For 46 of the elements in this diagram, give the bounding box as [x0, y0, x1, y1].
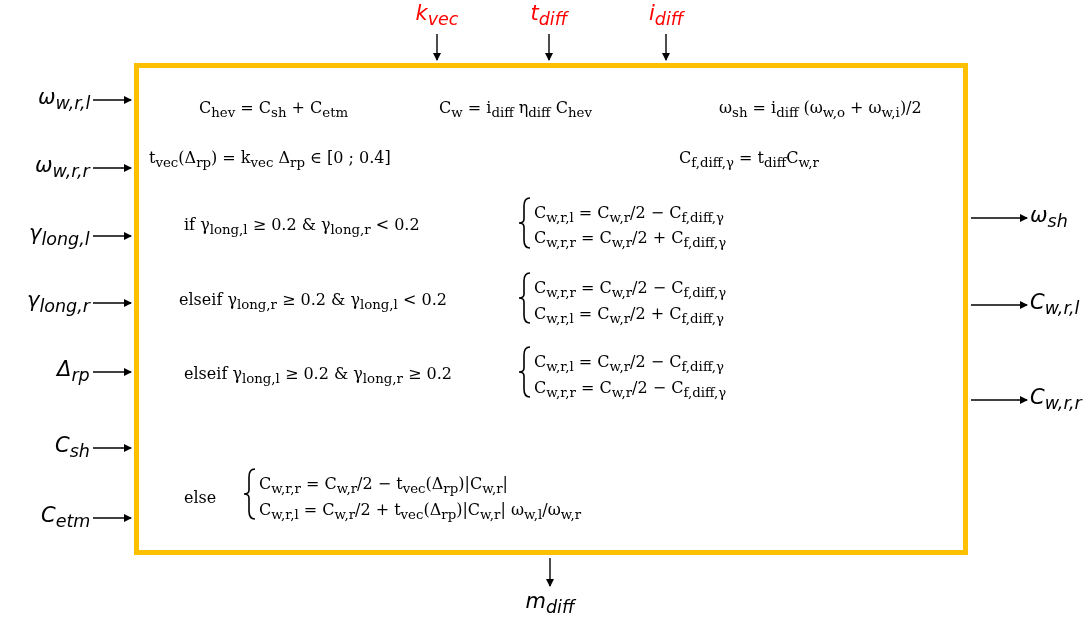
- equation: elseif γ$_{long,l}$ ≥ 0.2 & γ$_{long,r}$ ≥ 0.2: [184, 364, 452, 389]
- arrow: [92, 514, 132, 522]
- arrow: [92, 232, 132, 240]
- arrow: [433, 33, 441, 61]
- signal-label: i$_{diff}$: [649, 1, 684, 32]
- equation: t$_{vec}$(Δ$_{rp}$) = k$_{vec}$ Δ$_{rp}$ ∈ [0 ; 0.4]: [149, 148, 391, 173]
- signal-label: Δ$_{rp}$: [57, 357, 90, 388]
- signal-label: ω$_{sh}$: [1030, 203, 1068, 234]
- equation: C$_{w,r,l}$ = C$_{w,r}$/2 + t$_{vec}$(Δ$_{rp}$)|C$_{w,r}$| ω$_{w,l}$/ω$_{w,r}$: [259, 500, 582, 525]
- signal-label: γ$_{long,r}$: [27, 288, 90, 319]
- signal-label: C$_{w,r,l}$: [1030, 290, 1080, 321]
- signal-label: C$_{w,r,r}$: [1030, 385, 1082, 416]
- equation: C$_{w,r,r}$ = C$_{w,r}$/2 − C$_{f,diff,γ}$: [534, 378, 727, 403]
- arrow: [970, 214, 1028, 222]
- arrow: [545, 33, 553, 61]
- signal-label: C$_{etm}$: [41, 503, 91, 534]
- equation: if γ$_{long,l}$ ≥ 0.2 & γ$_{long,r}$ < 0.2: [184, 215, 420, 240]
- arrow: [92, 164, 132, 172]
- signal-label: C$_{sh}$: [55, 433, 90, 464]
- signal-label: t$_{diff}$: [530, 1, 568, 32]
- equation: ω$_{sh}$ = i$_{diff}$ (ω$_{w,o}$ + ω$_{w,i}$)/2: [719, 98, 922, 123]
- arrow: [662, 33, 670, 61]
- equation: C$_{w,r,l}$ = C$_{w,r}$/2 − C$_{f,diff,γ}$: [534, 352, 725, 377]
- signal-label: k$_{vec}$: [415, 1, 459, 32]
- equation: C$_{hev}$ = C$_{sh}$ + C$_{etm}$: [199, 98, 349, 123]
- signal-label: γ$_{long,l}$: [29, 221, 90, 252]
- equation: C$_{w,r,r}$ = C$_{w,r}$/2 − t$_{vec}$(Δ$_{rp}$)|C$_{w,r}$|: [259, 474, 508, 499]
- equation: C$_{w,r,r}$ = C$_{w,r}$/2 − C$_{f,diff,γ}$: [534, 278, 727, 303]
- arrow: [546, 557, 554, 587]
- arrow: [970, 396, 1028, 404]
- arrow: [92, 368, 132, 376]
- equation: C$_{w,r,l}$ = C$_{w,r}$/2 − C$_{f,diff,γ}$: [534, 203, 725, 228]
- arrow: [92, 96, 132, 104]
- arrow: [92, 444, 132, 452]
- equation: C$_{w,r,r}$ = C$_{w,r}$/2 + C$_{f,diff,γ}$: [534, 228, 727, 253]
- equation: C$_{w,r,l}$ = C$_{w,r}$/2 + C$_{f,diff,γ}$: [534, 304, 725, 329]
- equation: elseif γ$_{long,r}$ ≥ 0.2 & γ$_{long,l}$ < 0.2: [179, 290, 447, 315]
- equation: C$_{w}$ = i$_{diff}$ η$_{diff}$ C$_{hev}$: [439, 98, 592, 123]
- equation: C$_{f,diff,γ}$ = t$_{diff}$C$_{w,r}$: [679, 148, 819, 173]
- arrow: [92, 299, 132, 307]
- process-block: [134, 63, 968, 555]
- signal-label: ω$_{w,r,r}$: [35, 153, 90, 184]
- equation: else: [184, 488, 217, 508]
- signal-label: m$_{diff}$: [525, 589, 575, 620]
- arrow: [970, 301, 1028, 309]
- signal-label: ω$_{w,r,l}$: [38, 85, 91, 116]
